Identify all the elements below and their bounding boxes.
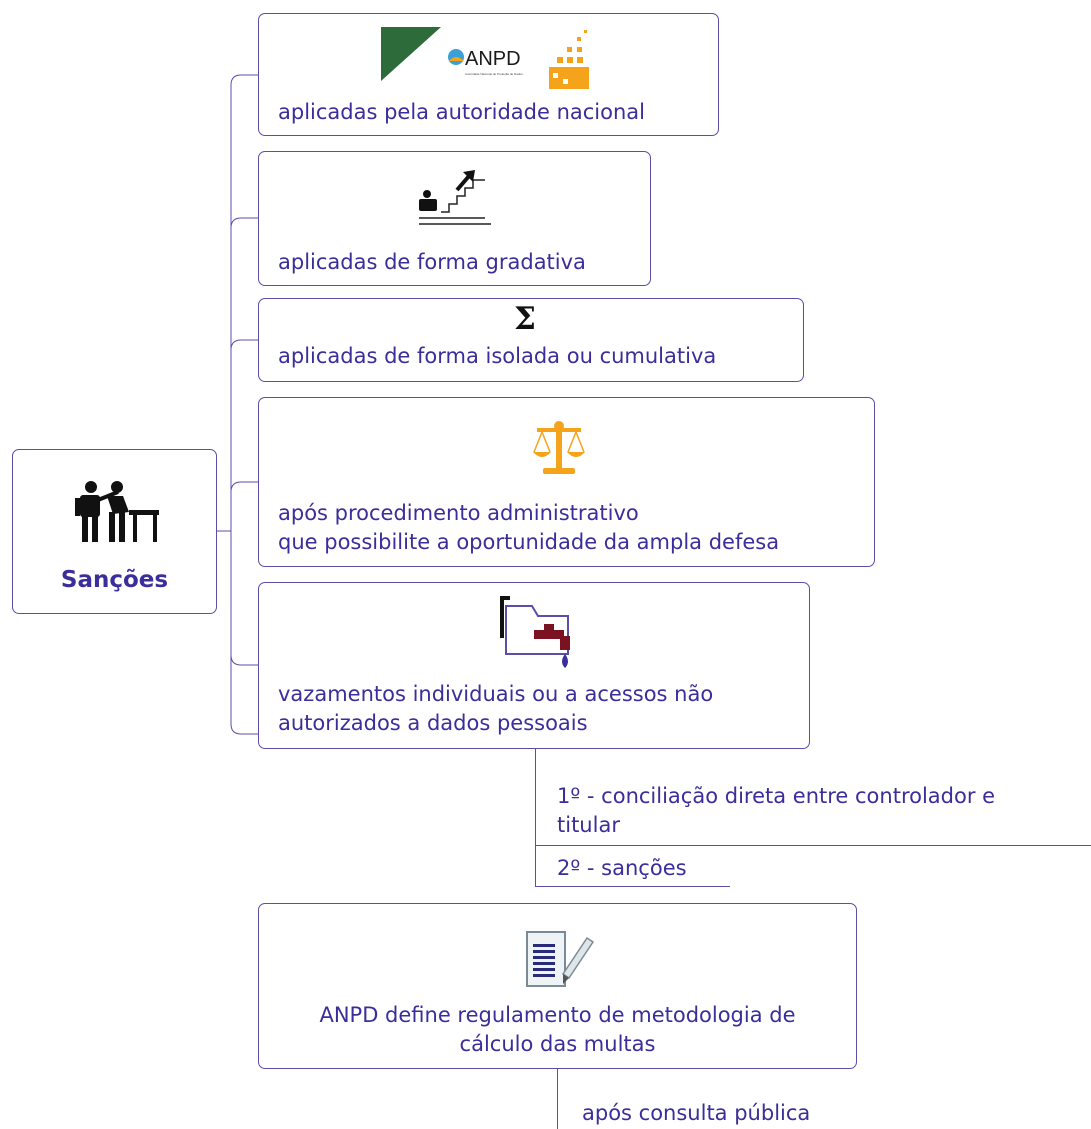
balance-scale-icon — [533, 421, 585, 474]
branch-node-anpd[interactable]: ANPD Autoridade Nacional de Proteção de … — [258, 13, 719, 136]
branch-label-defesa-line2: que possibilite a oportunidade da ampla … — [278, 530, 780, 554]
document-edit-icon — [526, 931, 595, 987]
sigma-icon: Σ — [514, 301, 536, 337]
subitem-sancoes[interactable]: 2º - sanções — [557, 856, 687, 880]
subitem-sancoes-underline — [535, 886, 730, 887]
branch-label-defesa-line1: após procedimento administrativo — [278, 501, 639, 525]
data-leak-tap-icon — [500, 596, 570, 668]
connector-metodologia-children — [557, 1069, 558, 1129]
branch-label-anpd: aplicadas pela autoridade nacional — [278, 100, 645, 124]
connector-vazamentos-children — [535, 749, 536, 887]
anpd-logo-icon: ANPD Autoridade Nacional de Proteção de … — [381, 27, 589, 89]
subitem-consulta-publica[interactable]: após consulta pública — [582, 1101, 811, 1125]
subitem-conciliacao-line2[interactable]: titular — [557, 813, 620, 837]
root-node[interactable]: Sanções — [12, 449, 217, 614]
branch-node-defesa[interactable]: após procedimento administrativo que pos… — [258, 397, 875, 567]
branch-label-metodologia-line1: ANPD define regulamento de metodologia d… — [319, 1003, 796, 1027]
branch-label-metodologia-line2: cálculo das multas — [459, 1032, 656, 1056]
branch-node-metodologia[interactable]: ANPD define regulamento de metodologia d… — [258, 903, 857, 1069]
subitem-conciliacao-line1[interactable]: 1º - conciliação direta entre controlado… — [557, 784, 996, 808]
stairs-progress-icon — [419, 170, 491, 225]
subitem-conciliacao-underline — [535, 845, 1091, 846]
branch-node-gradativa[interactable]: aplicadas de forma gradativa — [258, 151, 651, 286]
anpd-logo-subtext: Autoridade Nacional de Proteção de Dados — [465, 72, 523, 76]
root-label: Sanções — [60, 567, 169, 593]
branch-node-vazamentos[interactable]: vazamentos individuais ou a acessos não … — [258, 582, 810, 749]
branch-node-cumulativa[interactable]: Σ aplicadas de forma isolada ou cumulati… — [258, 298, 804, 382]
branch-label-cumulativa: aplicadas de forma isolada ou cumulativa — [278, 344, 717, 368]
anpd-logo-text: ANPD — [465, 48, 521, 70]
branch-label-vazamentos-line2: autorizados a dados pessoais — [278, 711, 588, 735]
figures-at-desk-icon — [75, 481, 159, 542]
branch-label-gradativa: aplicadas de forma gradativa — [278, 250, 586, 274]
branch-label-vazamentos-line1: vazamentos individuais ou a acessos não — [278, 682, 714, 706]
